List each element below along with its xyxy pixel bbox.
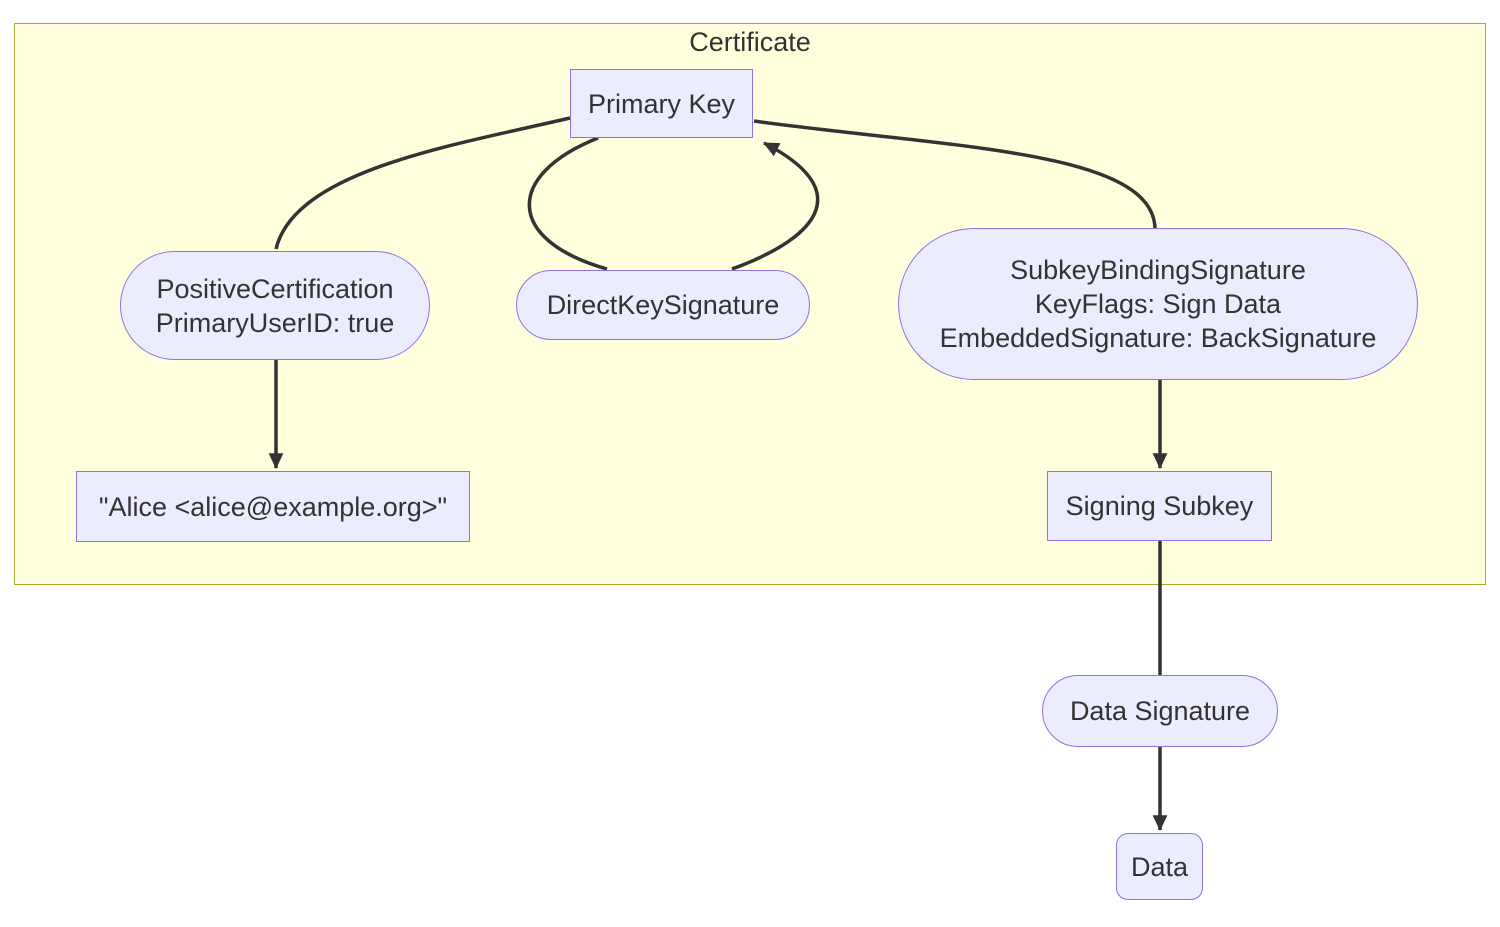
node-direct-key-signature: DirectKeySignature: [516, 270, 810, 340]
node-primary-key: Primary Key: [570, 69, 753, 138]
node-data: Data: [1116, 833, 1203, 900]
node-subkey-binding-signature: SubkeyBindingSignature KeyFlags: Sign Da…: [898, 228, 1418, 380]
node-user-id: "Alice <alice@example.org>": [76, 471, 470, 542]
edge-primarykey-directkeysignature: [527, 136, 608, 271]
edge-directkeysignature-primarykey: [731, 141, 820, 271]
edge-primarykey-subkeybindingsignature: [753, 119, 1157, 229]
cluster-title: Certificate: [689, 27, 811, 57]
node-signing-subkey: Signing Subkey: [1047, 471, 1272, 541]
node-positive-certification: PositiveCertification PrimaryUserID: tru…: [120, 251, 430, 360]
edge-primarykey-positivecertification: [274, 116, 571, 250]
node-data-signature: Data Signature: [1042, 675, 1278, 747]
